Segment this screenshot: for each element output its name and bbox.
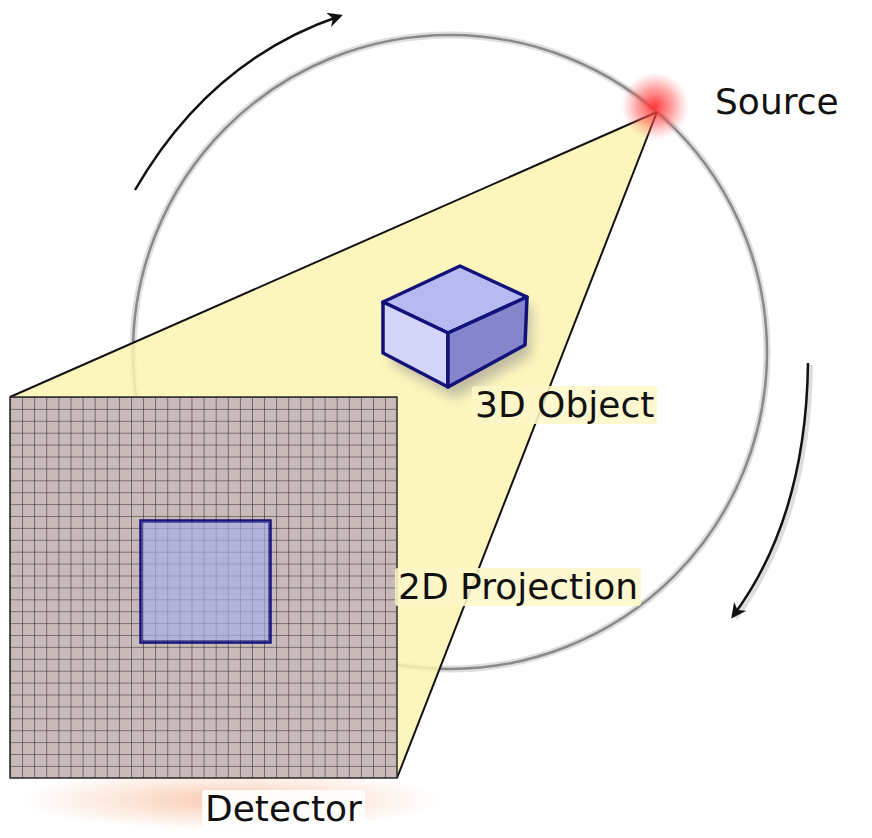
source-label: Source xyxy=(712,83,842,121)
projection-square xyxy=(141,521,270,642)
cube-front xyxy=(383,302,448,387)
detector-glow xyxy=(20,770,440,830)
x-ray-source xyxy=(621,72,689,140)
cube-side xyxy=(448,297,527,387)
beam-edge xyxy=(10,112,657,397)
beam-edge xyxy=(397,112,657,778)
rotation-arrow xyxy=(733,363,808,616)
detector-grid xyxy=(10,397,397,778)
detector-label: Detector xyxy=(202,790,365,828)
projection-label: 2D Projection xyxy=(395,568,641,606)
x-ray-beam xyxy=(10,112,657,778)
rotation-arrow-shadow xyxy=(735,365,810,618)
rotation-arrow xyxy=(135,16,340,190)
projection-grid xyxy=(141,521,270,642)
object-label: 3D Object xyxy=(472,386,657,424)
